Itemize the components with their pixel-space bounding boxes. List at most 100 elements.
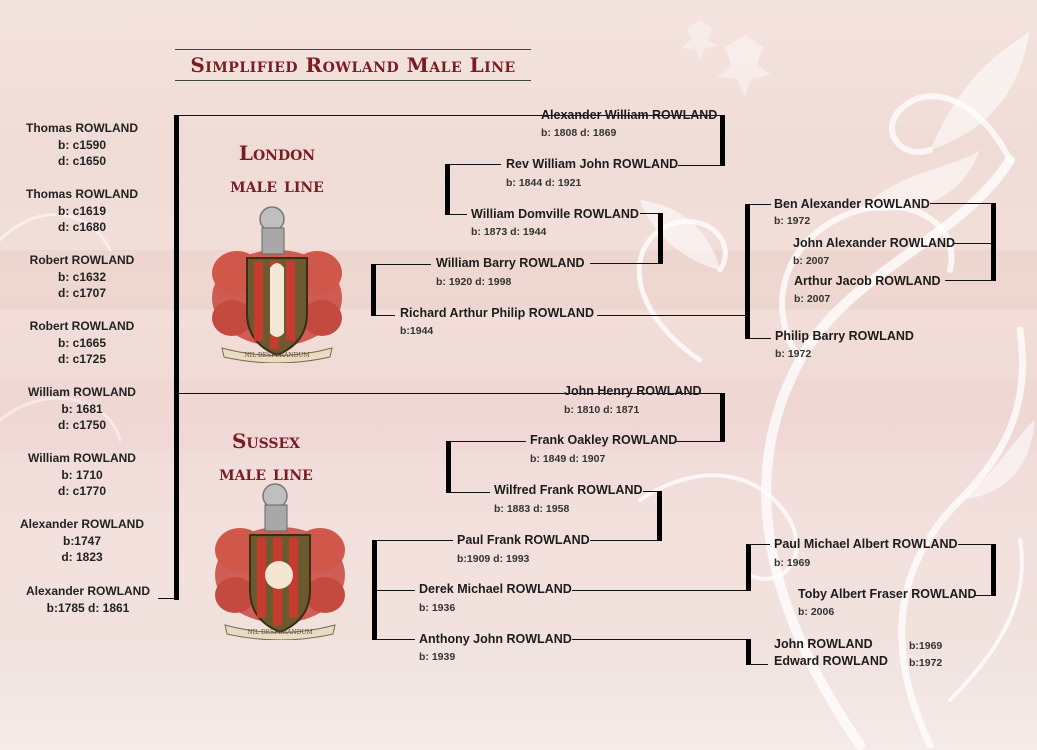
person-dates-frank-oakley: b: 1849 d: 1907 — [530, 453, 606, 465]
connector-bar — [991, 203, 996, 281]
connector-line — [750, 664, 768, 665]
person-dates-william-barry: b: 1920 d: 1998 — [436, 276, 512, 288]
connector-line — [930, 203, 994, 204]
sussex-line-title: Sussex male line — [186, 429, 346, 485]
connector-line — [749, 338, 771, 339]
connector-bar — [446, 441, 451, 493]
crest-motto: NIL DESPERANDUM — [244, 352, 309, 359]
person-name-edward: Edward ROWLAND — [774, 654, 888, 668]
ancestor-name: Robert ROWLAND — [29, 253, 135, 267]
person-name-richard-arthur-philip: Richard Arthur Philip ROWLAND — [400, 306, 594, 320]
ancestor-1: Thomas ROWLAND b: c1619 d: c1680 — [7, 186, 157, 236]
page-title: Simplified Rowland Male Line — [175, 49, 531, 81]
ancestor-birth: b: 1710 — [61, 467, 103, 482]
connector-bar — [372, 540, 377, 640]
ancestor-birth: b: c1665 — [57, 335, 107, 350]
connector-bar — [746, 544, 751, 591]
person-dates-anthony-john: b: 1939 — [419, 651, 456, 663]
ancestor-death: d: c1770 — [57, 484, 107, 498]
person-name-frank-oakley: Frank Oakley ROWLAND — [530, 433, 678, 447]
ancestor-death: d: c1650 — [57, 154, 107, 168]
person-dates-paul-michael-albert: b: 1969 — [774, 557, 811, 569]
connector-bar — [720, 393, 725, 442]
person-dates-william-domville: b: 1873 d: 1944 — [471, 226, 547, 238]
connector-line — [590, 540, 660, 541]
connector-line — [958, 544, 994, 545]
ancestor-name: Thomas ROWLAND — [26, 121, 138, 135]
person-name-john-henry: John Henry ROWLAND — [564, 384, 702, 398]
ancestor-dates: b:1785 d: 1861 — [46, 600, 130, 615]
person-name-rev-william-john: Rev William John ROWLAND — [506, 157, 679, 171]
connector-bar — [445, 164, 450, 215]
connector-line — [750, 544, 770, 545]
connector-line — [974, 595, 993, 596]
crest-motto: NIL DESPERANDUM — [247, 629, 312, 636]
person-name-philip-barry: Philip Barry ROWLAND — [775, 329, 914, 343]
bg-band — [0, 380, 1037, 450]
person-dates-alexander-william: b: 1808 d: 1869 — [541, 127, 617, 139]
person-name-ben-alexander: Ben Alexander ROWLAND — [774, 197, 930, 211]
main-trunk-line — [174, 115, 179, 600]
connector-line — [178, 393, 720, 394]
ancestor-birth: b: c1619 — [57, 203, 107, 218]
connector-line — [678, 165, 722, 166]
connector-bar — [720, 115, 725, 166]
connector-line — [953, 243, 993, 244]
ancestor-death: d: 1823 — [61, 550, 103, 564]
connector-line — [375, 264, 431, 265]
london-line-title: London male line — [197, 141, 357, 197]
ancestor-name: Alexander ROWLAND — [25, 584, 150, 598]
ancestor-name: Thomas ROWLAND — [26, 187, 138, 201]
person-dates-toby-albert-fraser: b: 2006 — [798, 606, 835, 618]
person-dates-john-henry: b: 1810 d: 1871 — [564, 404, 640, 416]
ancestor-2: Robert ROWLAND b: c1632 d: c1707 — [7, 252, 157, 302]
ancestor-7: Alexander ROWLAND b:1785 d: 1861 — [13, 583, 163, 616]
person-dates-rev-william-john: b: 1844 d: 1921 — [506, 177, 582, 189]
connector-line — [640, 213, 660, 214]
ancestor-3: Robert ROWLAND b: c1665 d: c1725 — [7, 318, 157, 368]
page-title-text: Simplified Rowland Male Line — [190, 53, 516, 77]
person-name-paul-michael-albert: Paul Michael Albert ROWLAND — [774, 537, 958, 551]
ancestor-name: Robert ROWLAND — [29, 319, 135, 333]
connector-line — [449, 214, 467, 215]
ancestor-5: William ROWLAND b: 1710 d: c1770 — [7, 450, 157, 500]
ancestor-birth: b:1747 — [62, 533, 102, 548]
connector-bar — [657, 491, 662, 541]
person-dates-philip-barry: b: 1972 — [775, 348, 812, 360]
ancestor-6: Alexander ROWLAND b:1747 d: 1823 — [7, 516, 157, 566]
ancestor-death: d: c1680 — [57, 220, 107, 234]
person-name-alexander-william: Alexander William ROWLAND — [541, 108, 718, 122]
ancestor-name: William ROWLAND — [28, 385, 136, 399]
connector-line — [572, 590, 750, 591]
ancestor-birth: b: c1632 — [57, 269, 107, 284]
person-name-william-domville: William Domville ROWLAND — [471, 207, 639, 221]
connector-line — [597, 315, 746, 316]
person-dates-richard-arthur-philip: b:1944 — [400, 325, 434, 337]
connector-line — [700, 393, 722, 394]
london-title-subtitle: male line — [230, 173, 324, 197]
bg-band — [0, 250, 1037, 310]
ancestor-death: d: c1750 — [57, 418, 107, 432]
person-name-toby-albert-fraser: Toby Albert Fraser ROWLAND — [798, 587, 977, 601]
connector-line — [178, 115, 720, 116]
connector-line — [676, 441, 722, 442]
connector-line — [449, 164, 501, 165]
connector-bar — [658, 213, 663, 264]
person-dates-john: b:1969 — [909, 640, 943, 652]
connector-line — [376, 540, 453, 541]
ancestor-0: Thomas ROWLAND b: c1590 d: c1650 — [7, 120, 157, 170]
connector-line — [590, 263, 660, 264]
connector-bar — [746, 639, 751, 665]
ancestor-death: d: c1725 — [57, 352, 107, 366]
sussex-title-word: Sussex — [231, 429, 301, 453]
connector-bar — [991, 544, 996, 596]
person-name-john: John ROWLAND — [774, 637, 873, 651]
ancestor-birth: b: 1681 — [61, 401, 103, 416]
ancestor-4: William ROWLAND b: 1681 d: c1750 — [7, 384, 157, 434]
person-dates-john-alexander: b: 2007 — [793, 255, 830, 267]
person-name-paul-frank: Paul Frank ROWLAND — [457, 533, 590, 547]
person-dates-ben-alexander: b: 1972 — [774, 215, 811, 227]
ancestor-birth: b: c1590 — [57, 137, 107, 152]
connector-line — [749, 204, 771, 205]
